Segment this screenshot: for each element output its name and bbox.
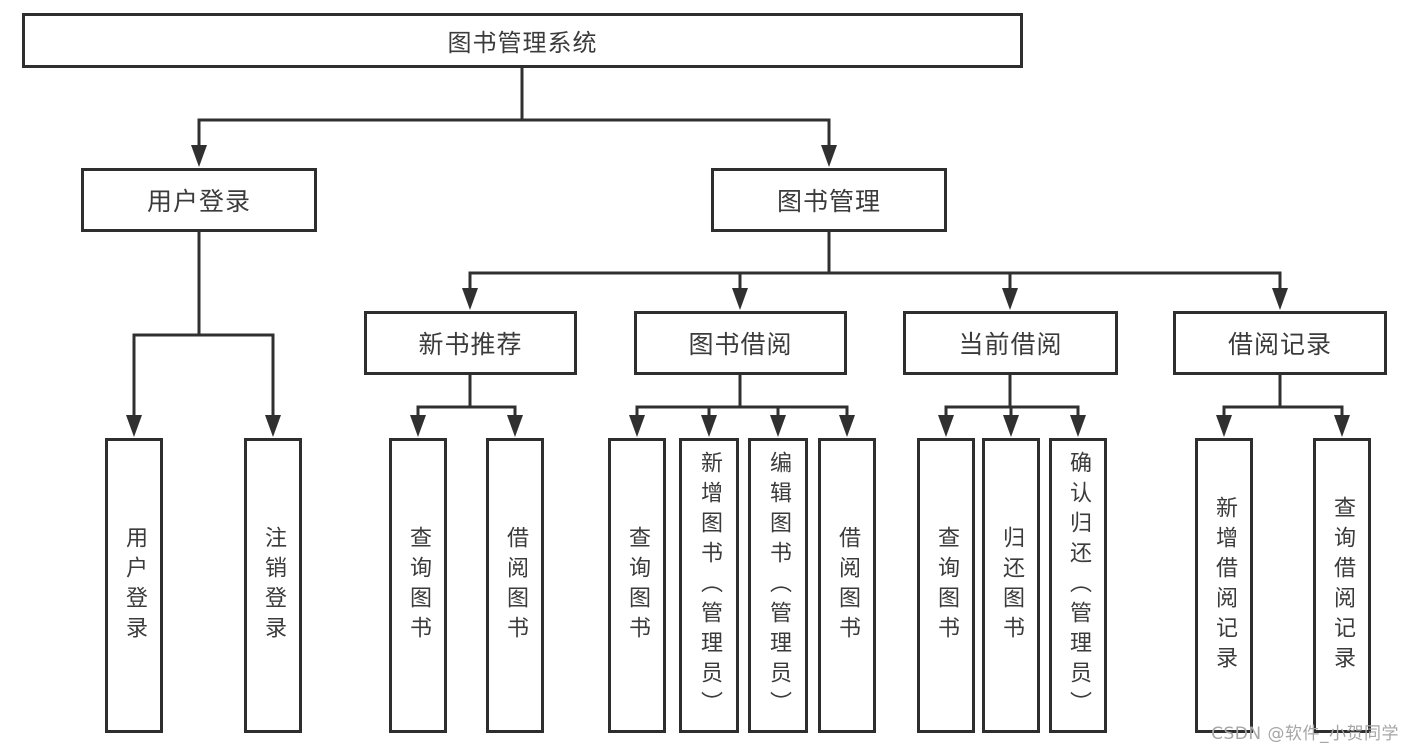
node-current-borrowing: 当前借阅	[903, 311, 1118, 375]
node-new-book-recommend: 新书推荐	[364, 311, 577, 375]
node-root-system: 图书管理系统	[22, 13, 1023, 68]
leaf-add-borrow-record: 新增借阅记录	[1195, 438, 1253, 733]
edge-mgmt-to-level3	[462, 230, 1288, 310]
leaf-query-borrow-record: 查询借阅记录	[1313, 438, 1371, 733]
leaf-query-books-recommend: 查询图书	[389, 438, 447, 733]
node-book-borrowing: 图书借阅	[634, 311, 847, 375]
leaf-borrow-books-borrowing: 借阅图书	[818, 438, 876, 733]
leaf-return-book: 归还图书	[982, 438, 1040, 733]
leaf-edit-book-admin: 编辑图书（管理员）	[748, 438, 808, 733]
edge-login-to-leaves	[126, 230, 281, 437]
leaf-borrow-books-recommend: 借阅图书	[486, 438, 544, 733]
edge-records-to-leaves	[1216, 373, 1350, 437]
node-book-management: 图书管理	[711, 168, 947, 232]
leaf-user-login: 用户登录	[105, 438, 163, 733]
node-user-login: 用户登录	[81, 168, 317, 232]
edge-newbook-to-leaves	[410, 373, 523, 437]
watermark: CSDN @软件_小贺同学	[1211, 724, 1399, 744]
node-borrowing-records: 借阅记录	[1173, 311, 1387, 375]
leaf-query-books-borrowing: 查询图书	[608, 438, 666, 733]
edge-root-to-level2	[191, 65, 837, 167]
leaf-logout: 注销登录	[244, 438, 302, 733]
leaf-add-book-admin: 新增图书（管理员）	[679, 438, 739, 733]
leaf-confirm-return-admin: 确认归还（管理员）	[1049, 438, 1107, 733]
leaf-query-books-current: 查询图书	[917, 438, 975, 733]
edge-borrow-to-leaves	[629, 373, 855, 437]
edge-current-to-leaves	[938, 373, 1086, 437]
